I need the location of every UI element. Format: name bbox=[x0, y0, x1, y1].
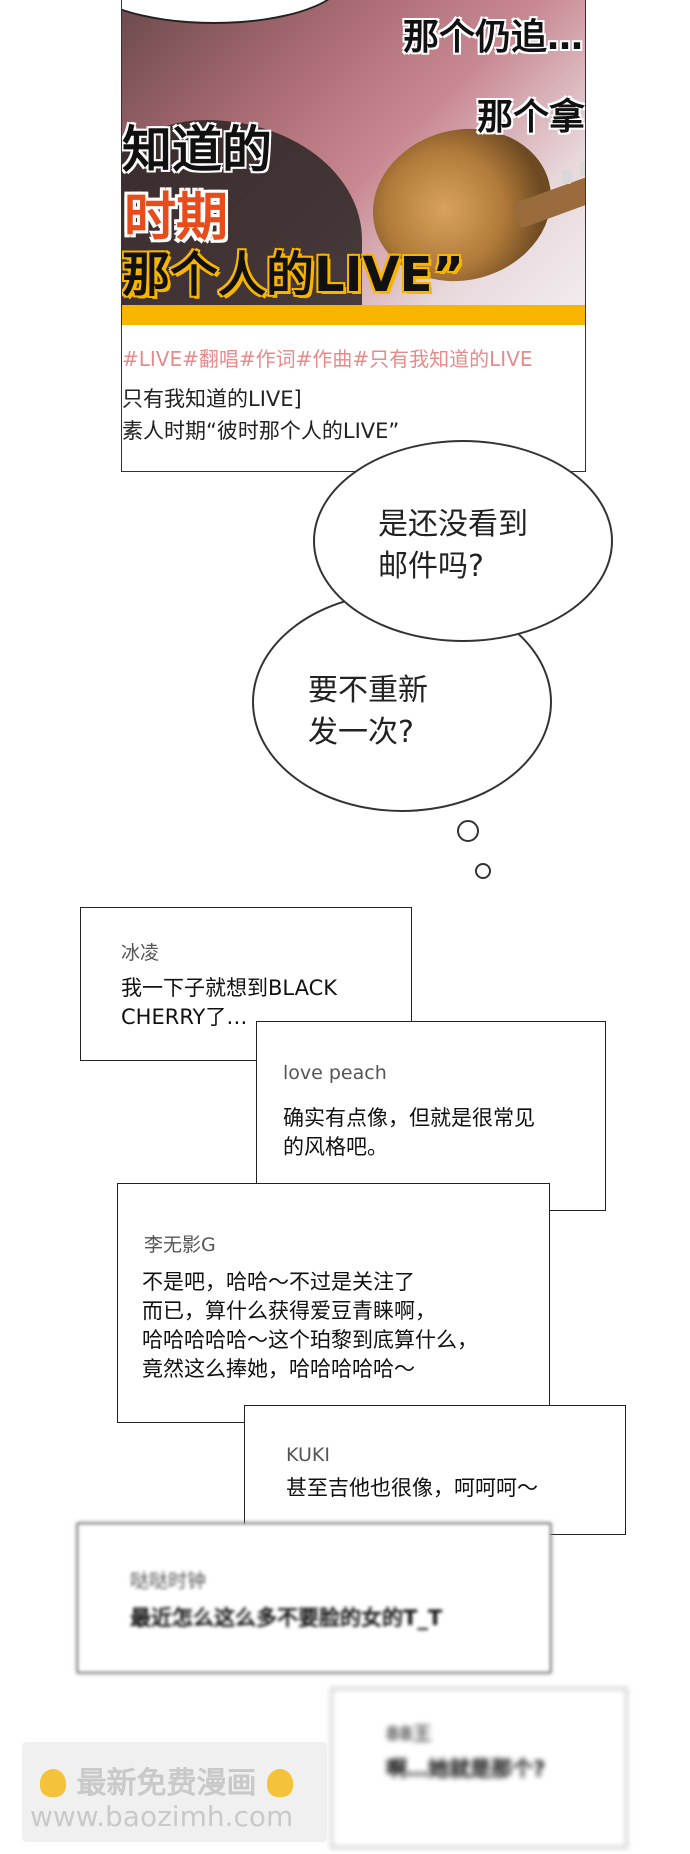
thought-bubble-1 bbox=[313, 440, 613, 642]
pointing-hand-icon bbox=[40, 1769, 66, 1797]
comment-line: 啊…她就是那个? bbox=[386, 1757, 546, 1781]
thought-line: 要不重新 bbox=[308, 673, 428, 708]
comment-box-blurred: 哒哒时钟 最近怎么这么多不要脸的女的T_T bbox=[77, 1523, 551, 1673]
video-title-line2: 素人时期“彼时那个人的LIVE” bbox=[122, 419, 400, 443]
comment-text: 确实有点像，但就是很常见 的风格吧。 bbox=[283, 1104, 535, 1162]
comment-text: 我一下子就想到BLACK CHERRY了… bbox=[121, 974, 337, 1032]
thumbnail-bar bbox=[122, 305, 585, 325]
overlay-text-line1: 知道的 bbox=[122, 120, 273, 180]
video-thumbnail: 那个仍追… 那个拿 知道的 时期 那个人的LIVE” bbox=[122, 0, 585, 305]
comment-text: 不是吧，哈哈～不过是关注了 而已，算什么获得爱豆青睐啊， 哈哈哈哈哈～这个珀黎到… bbox=[142, 1268, 478, 1384]
comment-username[interactable]: KUKI bbox=[286, 1444, 330, 1466]
watermark-title-text: 最新免费漫画 bbox=[76, 1766, 257, 1801]
video-tags[interactable]: #LIVE#翻唱#作词#作曲#只有我知道的LIVE bbox=[122, 347, 533, 371]
thought-dot bbox=[457, 820, 479, 842]
comment-line: 而已，算什么获得爱豆青睐啊， bbox=[142, 1299, 436, 1323]
comment-line: 哈哈哈哈哈～这个珀黎到底算什么， bbox=[142, 1328, 478, 1352]
speech-bubble-fragment bbox=[122, 0, 346, 24]
overlay-text-line2: 时期 bbox=[123, 187, 229, 249]
comment-line: 甚至吉他也很像，呵呵呵～ bbox=[286, 1476, 538, 1500]
comment-text: 甚至吉他也很像，呵呵呵～ bbox=[286, 1474, 538, 1503]
comment-box: love peach 确实有点像，但就是很常见 的风格吧。 bbox=[256, 1021, 606, 1211]
thought-line: 发一次? bbox=[308, 715, 414, 750]
comment-username[interactable]: 李无影G bbox=[144, 1234, 216, 1256]
guitar-peg bbox=[580, 162, 585, 176]
overlay-text-right: 那个拿 bbox=[476, 96, 585, 139]
comment-username[interactable]: 88王 bbox=[386, 1723, 432, 1745]
comment-text: 啊…她就是那个? bbox=[386, 1755, 545, 1784]
comment-line: CHERRY了… bbox=[121, 1005, 248, 1029]
comment-line: 竟然这么捧她，哈哈哈哈哈～ bbox=[142, 1357, 415, 1381]
overlay-text-line3: 那个人的LIVE” bbox=[122, 246, 465, 304]
thought-line: 是还没看到 bbox=[378, 507, 528, 542]
comment-username[interactable]: 哒哒时钟 bbox=[130, 1570, 207, 1592]
comment-line: 不是吧，哈哈～不过是关注了 bbox=[142, 1270, 415, 1294]
watermark-title: 最新免费漫画 bbox=[40, 1758, 293, 1802]
comment-line: 确实有点像，但就是很常见 bbox=[283, 1106, 535, 1130]
thought-dot bbox=[475, 863, 491, 879]
comment-line: 我一下子就想到BLACK bbox=[121, 976, 338, 1000]
thought-bubble-2-text: 要不重新 发一次? bbox=[308, 670, 428, 754]
comment-line: 最近怎么这么多不要脸的女的T_T bbox=[130, 1606, 443, 1630]
guitar-peg bbox=[562, 170, 572, 184]
comment-box-blurred: 88王 啊…她就是那个? bbox=[331, 1688, 627, 1848]
comment-line: 的风格吧。 bbox=[283, 1135, 388, 1159]
comment-username[interactable]: love peach bbox=[283, 1062, 387, 1084]
overlay-text-top-right: 那个仍追… bbox=[402, 16, 584, 59]
watermark-url[interactable]: www.baozimh.com bbox=[30, 1800, 294, 1833]
thought-line: 邮件吗? bbox=[378, 549, 484, 584]
video-card[interactable]: 那个仍追… 那个拿 知道的 时期 那个人的LIVE” #LIVE#翻唱#作词#作… bbox=[121, 0, 586, 472]
video-title-line1: 只有我知道的LIVE] bbox=[122, 387, 302, 411]
comment-username[interactable]: 冰凌 bbox=[121, 942, 160, 964]
pointing-hand-icon bbox=[266, 1769, 293, 1797]
thought-bubble-1-text: 是还没看到 邮件吗? bbox=[378, 504, 528, 588]
comment-box: 李无影G 不是吧，哈哈～不过是关注了 而已，算什么获得爱豆青睐啊， 哈哈哈哈哈～… bbox=[117, 1183, 550, 1423]
comment-box: KUKI 甚至吉他也很像，呵呵呵～ bbox=[244, 1405, 626, 1535]
comment-text: 最近怎么这么多不要脸的女的T_T bbox=[130, 1604, 442, 1633]
